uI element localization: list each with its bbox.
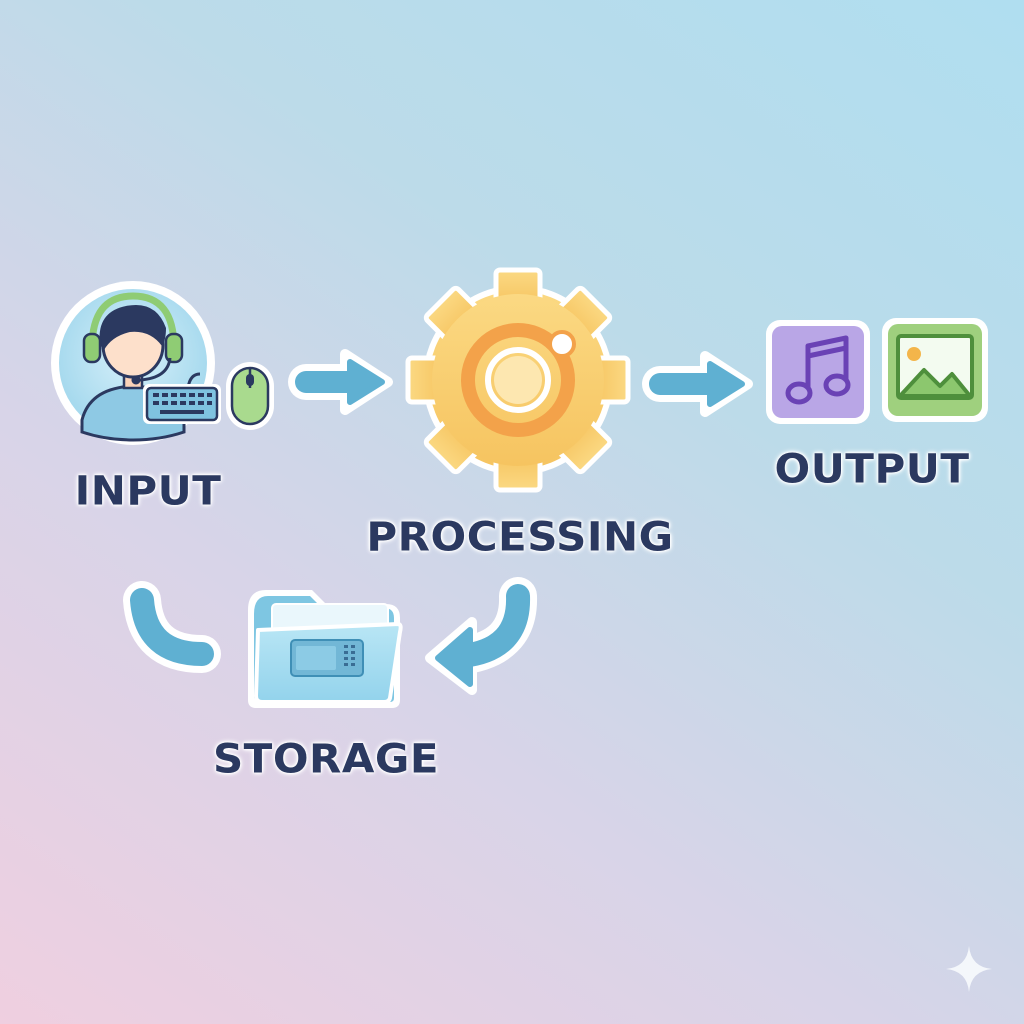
arrow-right-icon (642, 351, 753, 417)
curved-arrow-icon (425, 577, 538, 695)
sparkle-icon (946, 946, 992, 992)
output-group (766, 318, 988, 424)
arrow-right-icon (288, 349, 393, 415)
folder-icon (248, 590, 403, 708)
curved-arrow-icon (123, 581, 221, 673)
keyboard-icon (143, 372, 221, 424)
music-note-icon (766, 320, 870, 424)
mouse-icon (226, 362, 274, 430)
input-group (51, 281, 274, 445)
output-label: OUTPUT (774, 445, 970, 492)
storage-label: STORAGE (212, 735, 440, 782)
input-label: INPUT (74, 467, 222, 514)
image-icon (882, 318, 988, 422)
gear-icon (405, 267, 631, 493)
processing-label: PROCESSING (366, 513, 674, 560)
